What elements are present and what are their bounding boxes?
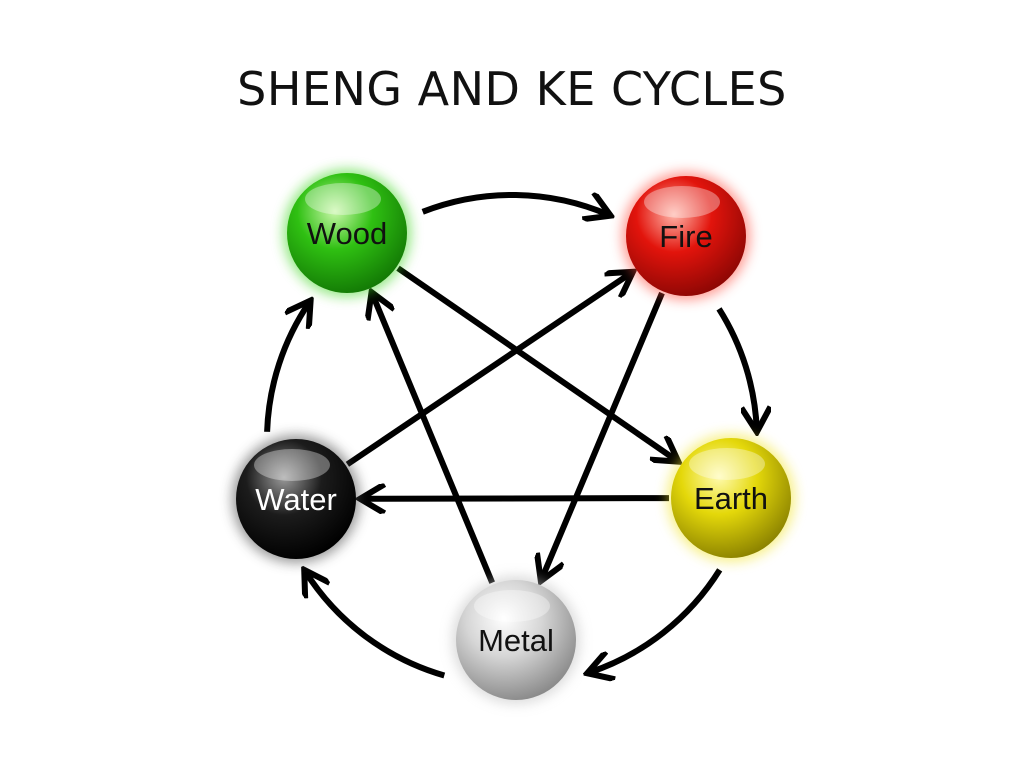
sheng-arrow-fire-to-earth [716, 307, 757, 430]
ke-arrow-fire-to-metal [542, 291, 665, 579]
cycle-arrows [264, 195, 757, 679]
ke-arrow-earth-to-water [362, 498, 670, 499]
ke-arrow-wood-to-earth [396, 265, 677, 460]
node-earth: Earth [667, 434, 795, 562]
metal-sphere [456, 580, 576, 700]
sheng-arrow-metal-to-water [305, 572, 446, 679]
node-water: Water [232, 435, 360, 563]
earth-label: Earth [694, 481, 768, 516]
water-shine [254, 449, 330, 481]
page-title: SHENG AND KE CYCLES [237, 62, 787, 116]
earth-sphere [671, 438, 791, 558]
node-fire: Fire [622, 172, 750, 300]
wood-shine [305, 183, 381, 215]
metal-shine [474, 590, 550, 622]
metal-label: Metal [478, 623, 554, 658]
sheng-arrow-wood-to-fire [421, 195, 609, 215]
water-sphere [236, 439, 356, 559]
node-wood: Wood [283, 169, 411, 297]
fire-sphere [626, 176, 746, 296]
fire-shine [644, 186, 720, 218]
ke-arrow-water-to-fire [345, 273, 631, 467]
sheng-arrow-water-to-wood [264, 302, 309, 432]
sheng-arrow-earth-to-metal [589, 568, 723, 673]
wood-label: Wood [307, 216, 387, 251]
fire-label: Fire [659, 219, 712, 254]
node-metal: Metal [452, 576, 580, 704]
wood-sphere [287, 173, 407, 293]
ke-arrow-metal-to-wood [372, 294, 495, 584]
earth-shine [689, 448, 765, 480]
water-label: Water [255, 482, 337, 517]
